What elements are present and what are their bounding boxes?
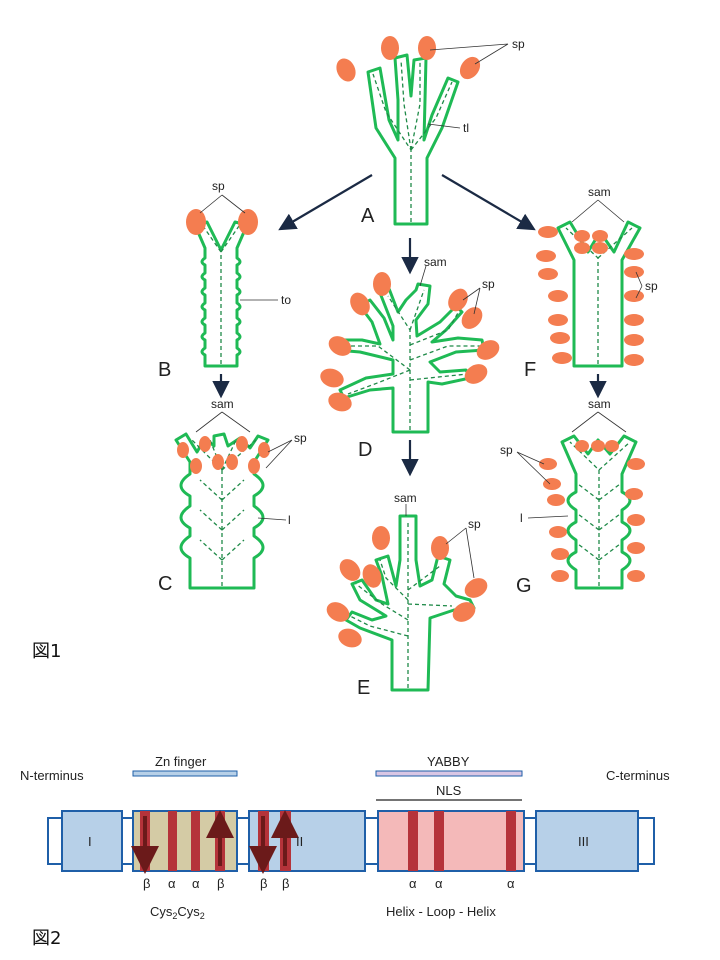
greek-ii-2: β bbox=[282, 876, 289, 891]
figure-2-caption: 図2 bbox=[32, 928, 61, 949]
label-sp-e: sp bbox=[468, 517, 481, 531]
nls-label: NLS bbox=[436, 783, 462, 798]
yabby-bar bbox=[375, 770, 523, 777]
plant-a bbox=[336, 36, 481, 226]
domain-i-label: I bbox=[88, 834, 92, 849]
cys-label: Cys2Cys2 bbox=[150, 904, 205, 921]
greek-zn-1: β bbox=[143, 876, 150, 891]
n-terminus-label: N-terminus bbox=[20, 768, 84, 783]
helix-band-2 bbox=[434, 811, 444, 871]
label-sp-f: sp bbox=[645, 279, 658, 293]
plant-g bbox=[539, 434, 645, 590]
label-sp-c: sp bbox=[294, 431, 307, 445]
arrow-a-to-f bbox=[441, 174, 536, 231]
plant-f bbox=[536, 220, 644, 368]
plant-c bbox=[174, 432, 270, 590]
label-tl: tl bbox=[463, 121, 469, 135]
panel-label-b: B bbox=[158, 359, 171, 381]
figure-2-diagram: N-terminus C-terminus Zn finger YABBY NL… bbox=[20, 754, 670, 949]
label-to: to bbox=[281, 293, 291, 307]
greek-zn-4: β bbox=[217, 876, 224, 891]
helix-band-3 bbox=[506, 811, 516, 871]
greek-ii-1: β bbox=[260, 876, 267, 891]
panel-label-e: E bbox=[357, 677, 370, 699]
domain-i bbox=[61, 810, 123, 872]
label-sam-d: sam bbox=[424, 255, 447, 269]
greek-zn-2: α bbox=[168, 876, 176, 891]
label-sp-g: sp bbox=[500, 443, 513, 457]
panel-label-c: C bbox=[158, 573, 172, 595]
domain-iii bbox=[535, 810, 639, 872]
panel-label-g: G bbox=[516, 575, 532, 597]
zn-finger-label: Zn finger bbox=[155, 754, 207, 769]
label-sp-d: sp bbox=[482, 277, 495, 291]
helix-band-1 bbox=[408, 811, 418, 871]
zn-band-3 bbox=[191, 811, 200, 871]
c-terminus-label: C-terminus bbox=[606, 768, 670, 783]
helix-loop-helix-box bbox=[377, 810, 525, 872]
label-sp-b: sp bbox=[212, 179, 225, 193]
label-sp-a: sp bbox=[512, 37, 525, 51]
label-sam-g: sam bbox=[588, 397, 611, 411]
arrow-a-to-b bbox=[278, 174, 373, 231]
greek-zn-3: α bbox=[192, 876, 200, 891]
yabby-label: YABBY bbox=[427, 754, 470, 769]
plant-e bbox=[326, 514, 488, 692]
greek-helix-1: α bbox=[409, 876, 417, 891]
zn-finger-bar bbox=[132, 770, 238, 777]
plant-d bbox=[320, 272, 500, 434]
helix-loop-helix-label: Helix - Loop - Helix bbox=[386, 904, 496, 919]
label-sam-f: sam bbox=[588, 185, 611, 199]
figure-1-diagram: sp tl A sp to B sam sp l C bbox=[32, 36, 658, 699]
label-l-g: l bbox=[520, 511, 523, 525]
greek-helix-2: α bbox=[435, 876, 443, 891]
panel-label-a: A bbox=[361, 205, 375, 227]
domain-iii-label: III bbox=[578, 834, 589, 849]
plant-b bbox=[186, 209, 258, 368]
panel-label-f: F bbox=[524, 359, 536, 381]
greek-helix-3: α bbox=[507, 876, 515, 891]
label-sam-e: sam bbox=[394, 491, 417, 505]
label-sam-c: sam bbox=[211, 397, 234, 411]
panel-label-d: D bbox=[358, 439, 372, 461]
label-l-c: l bbox=[288, 513, 291, 527]
domain-ii-label: II bbox=[296, 834, 303, 849]
figure-1-caption: 図1 bbox=[32, 641, 61, 662]
zn-band-2 bbox=[168, 811, 177, 871]
